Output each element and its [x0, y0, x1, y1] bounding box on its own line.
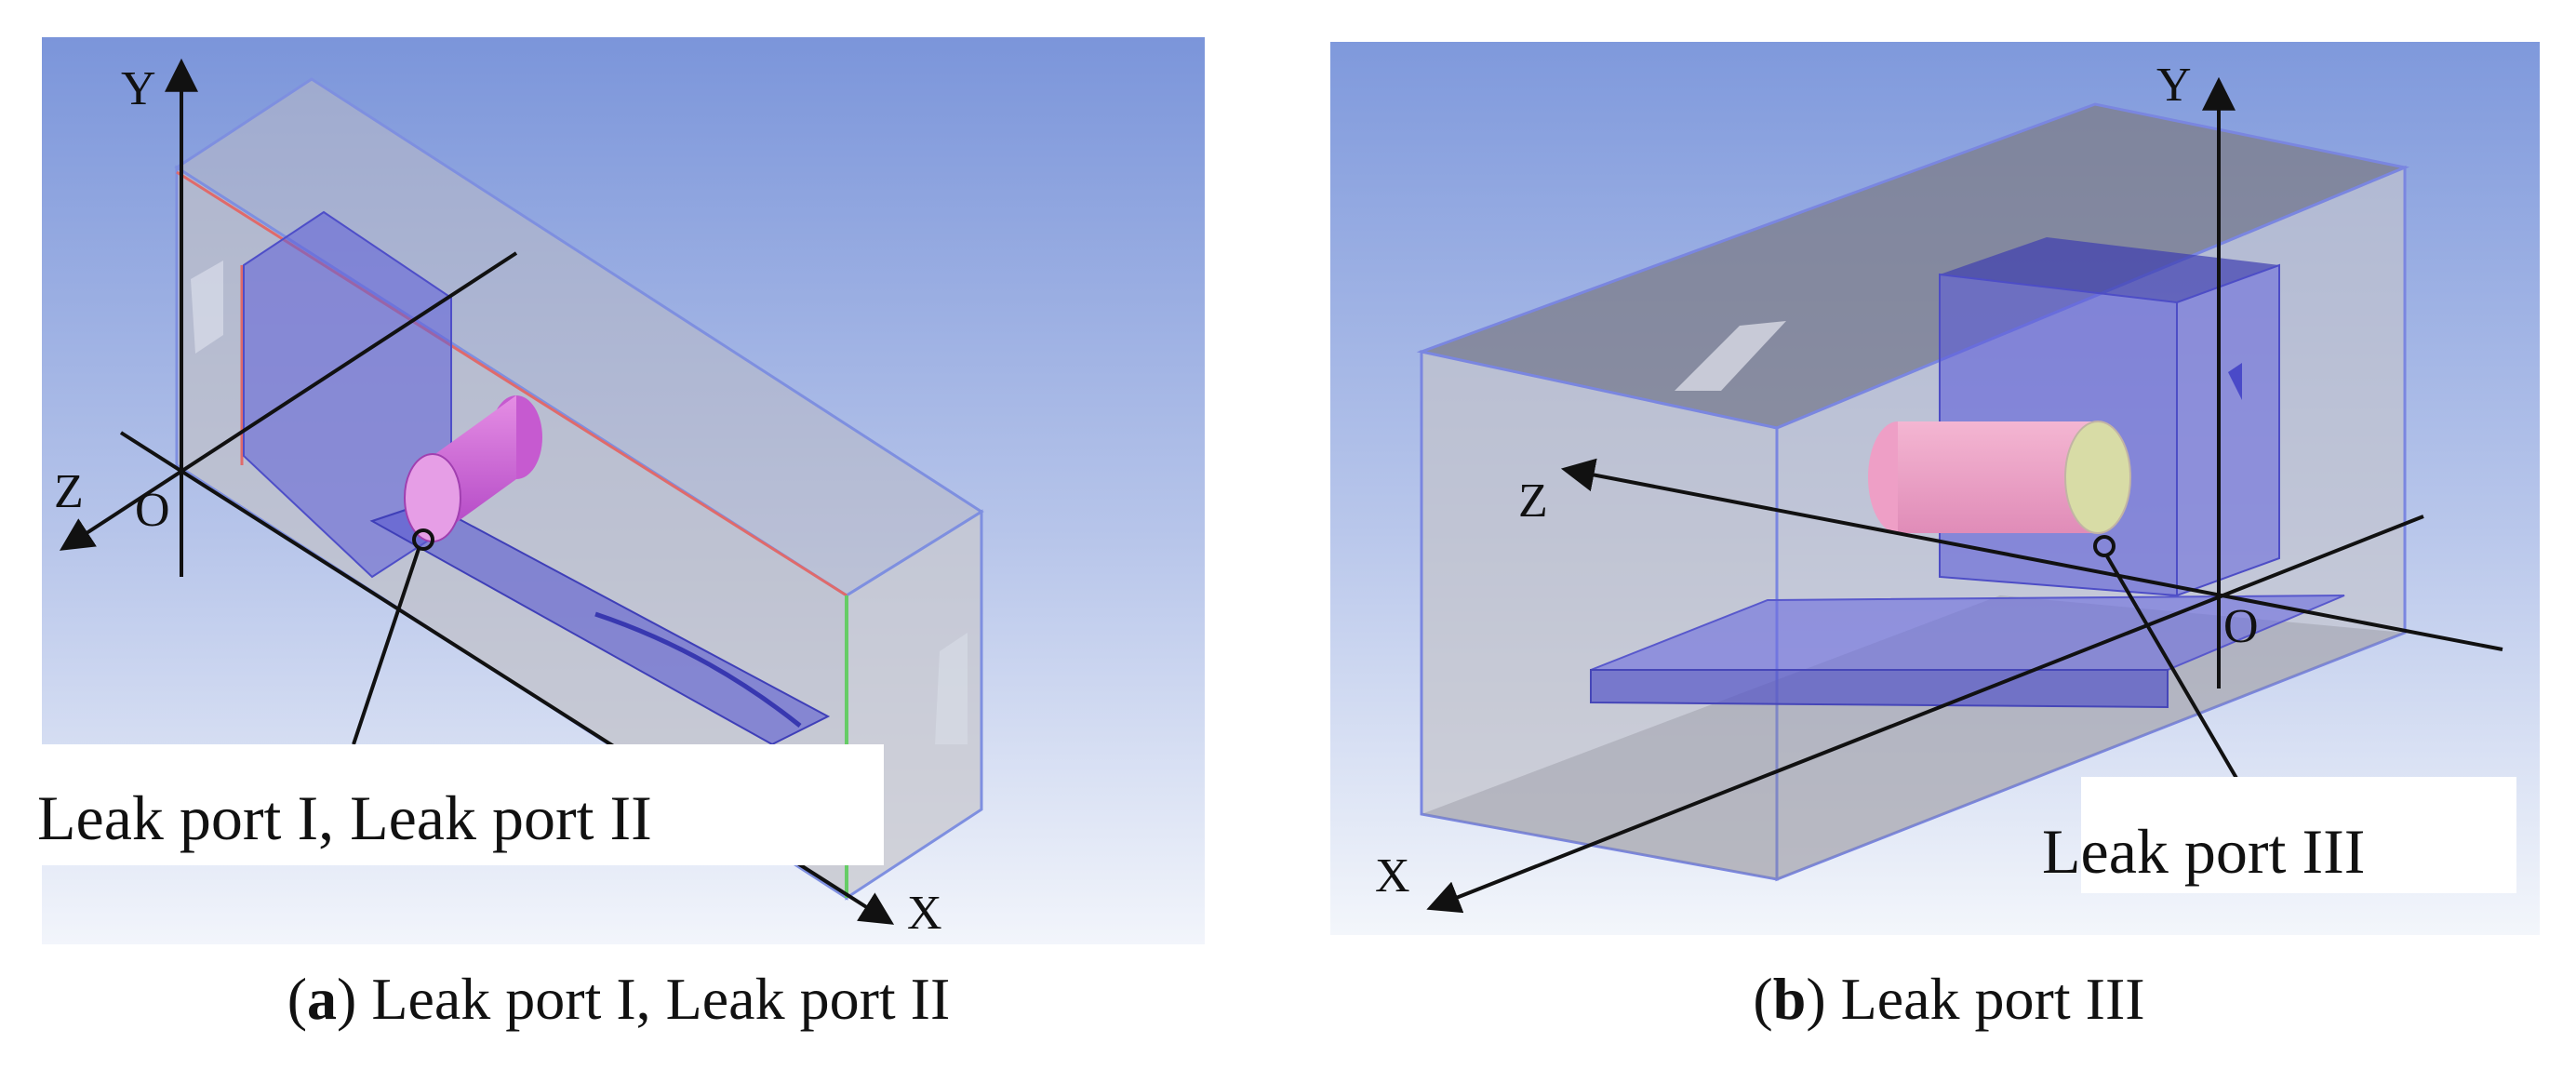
panel-a-z-label: Z — [54, 465, 84, 518]
panel-b-cabinet-side — [2176, 263, 2280, 597]
panel-a-y-label: Y — [121, 62, 156, 115]
panel-b-leak-port-marker — [2093, 535, 2116, 557]
panel-a-x-label: X — [907, 887, 942, 940]
panel-b-x-label: X — [1375, 849, 1410, 902]
panel-b-caption-letter: b — [1773, 966, 1807, 1032]
panel-a-caption-letter: a — [307, 966, 337, 1032]
panel-b-caption-text: Leak port III — [1841, 966, 2145, 1032]
panel-a-reflection — [191, 261, 223, 354]
panel-b-z-axis — [1560, 458, 2503, 651]
panel-b-reflection — [1675, 321, 1786, 391]
panel-a-cylinder — [404, 395, 542, 542]
panel-a-leak-port-marker — [412, 528, 434, 551]
panel-a-axes: Y Z O X — [54, 58, 942, 940]
panel-b-cabinet-top — [1940, 237, 2279, 302]
panel-a: Y Z O X Leak port I, Leak port II — [23, 37, 1205, 944]
panel-b: Y Z O X Leak port III — [1330, 42, 2540, 935]
panel-b-equipment — [1590, 237, 2345, 709]
panel-b-origin-label: O — [2223, 600, 2259, 653]
panel-a-leader-line — [352, 548, 420, 745]
panel-b-caption: (b) Leak port III — [1753, 966, 2144, 1032]
panel-b-callout-box — [2081, 777, 2516, 893]
panel-b-cabinet-mark — [2228, 363, 2242, 400]
panel-a-equipment — [243, 210, 831, 746]
panel-b-z-label: Z — [1518, 475, 1548, 528]
panel-b-axes: Y Z O X — [1375, 59, 2503, 914]
panel-a-z-axis — [59, 251, 518, 551]
panel-b-base-plate-front — [1590, 669, 2169, 709]
panel-b-box-front-face — [1420, 350, 1779, 881]
panel-a-base-curve — [594, 611, 802, 728]
panel-a-caption: (a) Leak port I, Leak port II — [287, 966, 951, 1032]
panel-a-reflection-end — [935, 633, 968, 744]
panel-b-leader-line — [2105, 555, 2239, 782]
panel-a-origin-label: O — [135, 484, 170, 537]
panel-b-callout: Leak port III — [2042, 816, 2365, 887]
panel-b-cylinder-near-end — [2064, 421, 2131, 534]
panel-b-x-axis — [1426, 515, 2424, 914]
panel-a-cylinder-near-end — [404, 453, 461, 542]
panel-a-caption-text: Leak port I, Leak port II — [371, 966, 950, 1032]
panel-b-cylinder — [1868, 421, 2131, 534]
panel-a-callout: Leak port I, Leak port II — [37, 782, 652, 853]
panel-b-y-label: Y — [2156, 59, 2192, 112]
panel-a-callout-box — [23, 744, 884, 865]
